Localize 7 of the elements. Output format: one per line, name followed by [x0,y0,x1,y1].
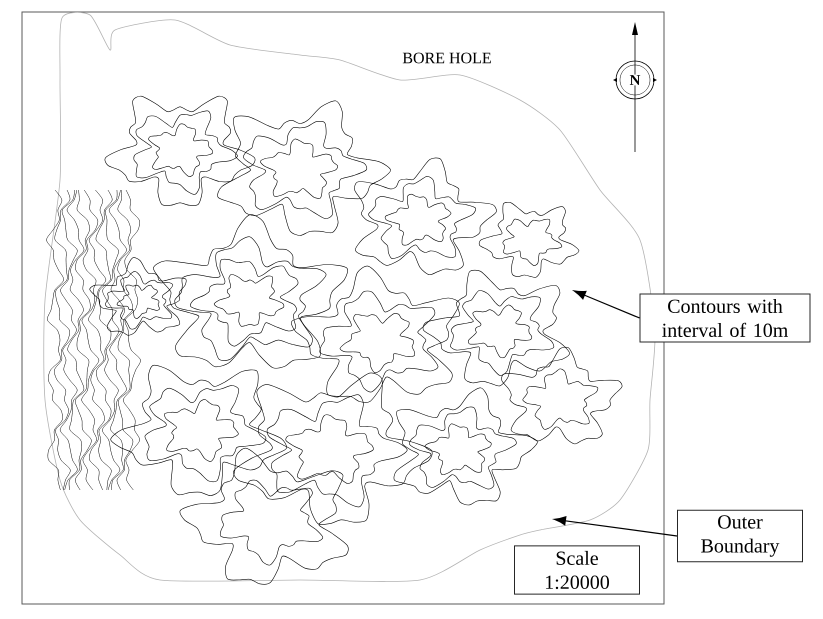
leader-arrow [554,516,678,537]
scale-box: Scale 1:20000 [514,545,640,595]
callout-box: Outer Boundary [677,510,803,562]
map-title: BORE HOLE [402,52,491,64]
compass-letter: N [629,74,641,86]
callout-box: Contours with interval of 10m [640,293,810,343]
leader-arrow [574,290,640,319]
